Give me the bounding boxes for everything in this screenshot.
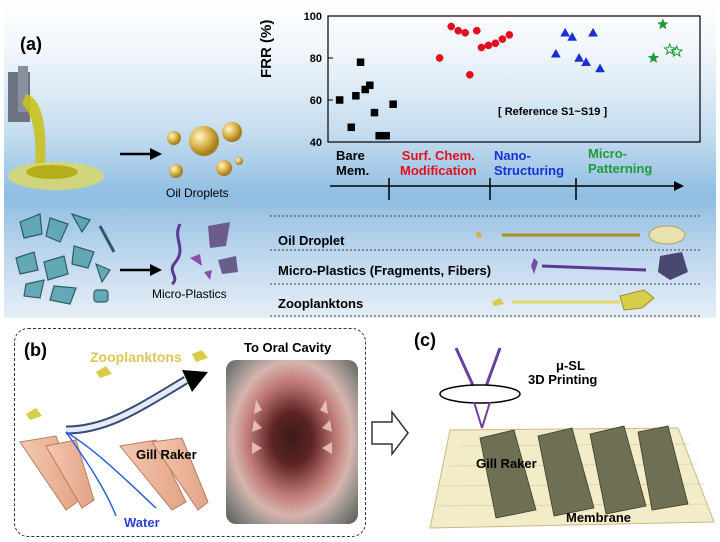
category-surf-chem: Surf. Chem. Modification bbox=[400, 148, 477, 178]
category-nano-line2: Structuring bbox=[494, 163, 565, 178]
y-tick-label: 80 bbox=[310, 53, 322, 65]
oral-cavity-label: To Oral Cavity bbox=[244, 340, 332, 355]
data-point bbox=[447, 22, 456, 31]
frr-scatter-chart: 40 60 80 100 bbox=[304, 11, 701, 149]
data-point bbox=[361, 85, 369, 94]
row-microplastics: Micro-Plastics (Fragments, Fibers) bbox=[278, 263, 492, 278]
panel-b-label: (b) bbox=[24, 340, 47, 360]
data-point bbox=[581, 57, 592, 66]
category-bare: Bare Mem. bbox=[336, 148, 369, 178]
oil-droplets-illustration bbox=[167, 122, 243, 178]
data-point bbox=[461, 28, 470, 37]
oral-cavity-photo bbox=[226, 360, 358, 524]
gill-raker-label-c: Gill Raker bbox=[476, 456, 537, 471]
data-point bbox=[454, 26, 463, 35]
category-nano: Nano- Structuring bbox=[494, 148, 564, 178]
arrow-oil bbox=[120, 148, 162, 160]
row-zooplanktons: Zooplanktons bbox=[278, 296, 364, 311]
panel-c-label: (c) bbox=[414, 330, 436, 350]
category-nano-line1: Nano- bbox=[494, 148, 531, 163]
zooplanktons-label: Zooplanktons bbox=[90, 349, 182, 365]
gill-raker-label-b: Gill Raker bbox=[136, 447, 197, 462]
category-micro-line2: Patterning bbox=[588, 161, 653, 176]
data-point bbox=[366, 81, 374, 90]
data-point bbox=[560, 27, 571, 37]
data-point bbox=[484, 41, 493, 50]
category-axis bbox=[330, 178, 684, 200]
data-point bbox=[435, 54, 444, 62]
oil-pouring-illustration bbox=[8, 66, 104, 190]
data-point bbox=[505, 31, 514, 39]
data-point bbox=[656, 18, 669, 30]
category-bare-line1: Bare bbox=[336, 148, 365, 163]
data-point bbox=[389, 100, 397, 108]
oil-droplets-label: Oil Droplets bbox=[166, 186, 229, 200]
category-surf-line2: Modification bbox=[400, 163, 477, 178]
chart-reference-note: [ Reference S1~S19 ] bbox=[498, 106, 608, 118]
data-point bbox=[663, 42, 677, 56]
data-point bbox=[574, 52, 585, 62]
chart-points bbox=[335, 18, 684, 140]
chart-ylabel: FRR (%) bbox=[258, 19, 275, 78]
microplastics-label: Micro-Plastics bbox=[152, 287, 227, 301]
membrane-label: Membrane bbox=[566, 510, 632, 525]
panel-b-frame bbox=[14, 328, 366, 537]
chart-axes: 40 60 80 100 bbox=[304, 11, 701, 149]
data-point bbox=[335, 96, 344, 104]
row-dividers bbox=[270, 215, 702, 317]
data-point bbox=[567, 31, 578, 41]
category-bare-line2: Mem. bbox=[336, 163, 370, 178]
category-surf-line1: Surf. Chem. bbox=[401, 148, 475, 163]
category-micro-line1: Micro- bbox=[588, 146, 627, 161]
microplastics-cluster bbox=[15, 212, 116, 305]
data-point bbox=[370, 108, 379, 117]
gill-arch-detail bbox=[252, 400, 332, 454]
data-point bbox=[477, 43, 486, 52]
data-point bbox=[595, 63, 605, 73]
row-oil-droplet: Oil Droplet bbox=[278, 233, 345, 248]
data-point bbox=[647, 51, 660, 63]
data-point bbox=[550, 48, 561, 58]
size-comparison-graphics bbox=[476, 225, 688, 311]
panel-a-label: (a) bbox=[20, 34, 42, 54]
chart-frame bbox=[327, 15, 701, 143]
arrow-b-to-c bbox=[371, 410, 409, 456]
y-tick-label: 60 bbox=[310, 95, 322, 107]
data-point bbox=[472, 26, 481, 35]
microplastics-sorted bbox=[170, 222, 238, 286]
printing-label-1: μ-SL bbox=[556, 358, 585, 373]
y-tick-label: 40 bbox=[310, 137, 322, 149]
data-point bbox=[498, 35, 507, 43]
data-point bbox=[670, 44, 684, 58]
membrane-3d-illustration bbox=[429, 347, 715, 529]
data-point bbox=[352, 92, 360, 100]
data-point bbox=[382, 131, 390, 140]
water-label: Water bbox=[124, 515, 160, 530]
printing-label-2: 3D Printing bbox=[528, 372, 598, 387]
y-tick-label: 100 bbox=[304, 11, 322, 23]
arrow-microplastics bbox=[120, 264, 162, 276]
data-point bbox=[465, 70, 474, 79]
gill-raker-flow-illustration bbox=[19, 350, 209, 517]
data-point bbox=[356, 58, 365, 66]
category-micro: Micro- Patterning bbox=[588, 146, 652, 176]
data-point bbox=[588, 27, 598, 37]
panel-a-background bbox=[4, 0, 716, 318]
data-point bbox=[491, 39, 500, 48]
data-point bbox=[375, 131, 383, 140]
data-point bbox=[347, 123, 355, 132]
